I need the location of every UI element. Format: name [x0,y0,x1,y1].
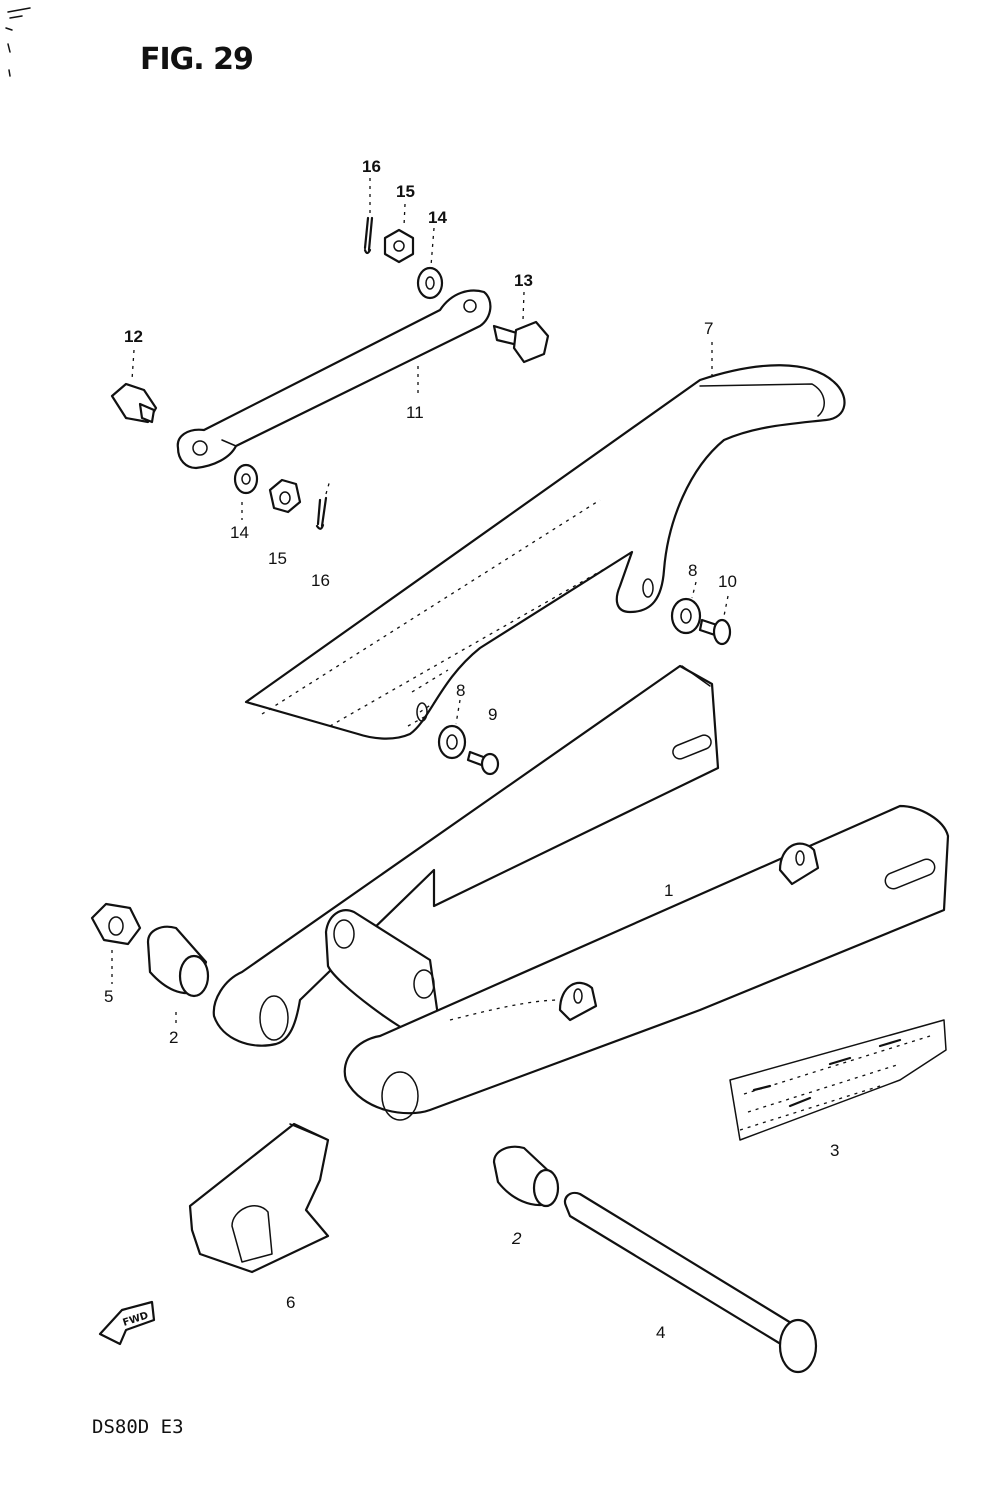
callout-15-lower[interactable]: 15 [268,549,287,568]
part-5-pivot-nut[interactable] [90,902,142,984]
callout-14-upper[interactable]: 14 [428,208,447,227]
callout-2-left[interactable]: 2 [169,1028,179,1047]
callout-1[interactable]: 1 [664,881,674,900]
callout-10[interactable]: 10 [718,572,737,591]
part-8-upper-washer[interactable] [670,581,702,635]
callout-5[interactable]: 5 [104,987,114,1006]
part-12-nut[interactable] [110,349,158,424]
callout-2-right[interactable]: 2 [512,1229,522,1248]
part-7-chain-case[interactable] [244,342,846,740]
part-16-upper-cotter-pin[interactable] [363,178,374,255]
callout-8-upper[interactable]: 8 [688,561,698,580]
part-15-upper-nut[interactable] [383,203,415,264]
part-1-swing-arm[interactable] [212,664,950,1121]
part-4-pivot-shaft[interactable] [563,1191,818,1374]
part-14-lower-washer[interactable] [233,463,259,520]
callout-11[interactable]: 11 [406,403,424,422]
callout-14-lower[interactable]: 14 [230,523,249,542]
part-3-decal[interactable] [729,1019,947,1141]
callout-15-upper[interactable]: 15 [396,182,415,201]
callout-9[interactable]: 9 [488,705,498,724]
part-2-bushing-left[interactable] [146,925,210,1026]
fwd-arrow-icon: FWD [98,1300,156,1346]
part-10-screw[interactable] [698,595,732,646]
callout-7[interactable]: 7 [704,319,714,338]
callout-13[interactable]: 13 [514,271,533,290]
part-15-lower-nut[interactable] [268,478,302,514]
part-11-chain-case-stay[interactable] [176,289,492,470]
callout-12[interactable]: 12 [124,327,143,346]
scan-artifact [5,7,31,77]
part-16-lower-cotter-pin[interactable] [315,479,331,530]
part-13-bolt[interactable] [492,291,550,364]
callout-4[interactable]: 4 [656,1323,666,1342]
part-9-screw[interactable] [466,750,500,776]
callout-8-lower[interactable]: 8 [456,681,466,700]
part-2-bushing-right[interactable] [492,1145,560,1208]
callout-3[interactable]: 3 [830,1141,840,1160]
part-8-lower-washer[interactable] [437,699,467,760]
model-code: DS80D E3 [92,1416,184,1438]
part-14-upper-washer[interactable] [416,227,444,300]
callout-16-lower[interactable]: 16 [311,571,330,590]
callout-16-upper[interactable]: 16 [362,157,381,176]
part-6-chain-buffer[interactable] [188,1122,330,1274]
figure-title: FIG. 29 [140,42,254,77]
callout-6[interactable]: 6 [286,1293,296,1312]
